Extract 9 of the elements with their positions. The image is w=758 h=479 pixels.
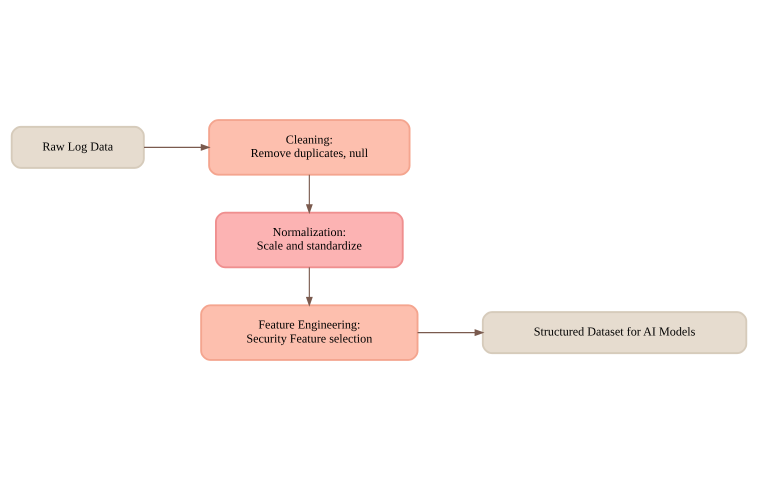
arrow — [306, 174, 313, 214]
node-box: Normalization: Scale and standardize — [215, 211, 404, 268]
arrow — [306, 266, 313, 306]
node-box: Raw Log Data — [10, 125, 145, 168]
arrow — [144, 143, 211, 150]
node-box: Cleaning: Remove duplicates, null — [208, 118, 410, 176]
node-box: Feature Engineering: Security Feature selection — [200, 304, 418, 360]
arrow — [418, 328, 484, 336]
node-box: Structured Dataset for AI Models — [482, 310, 748, 354]
